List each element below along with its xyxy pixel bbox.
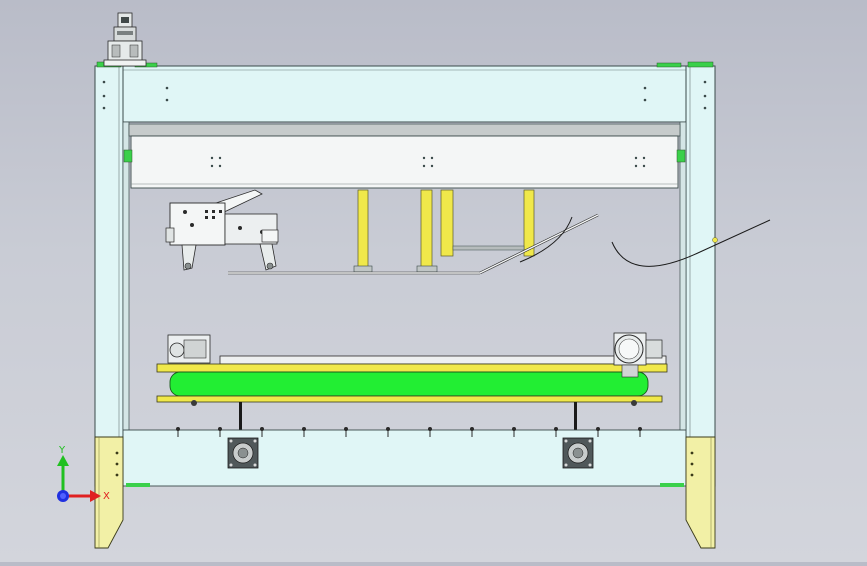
axis-x-label: X [103,491,110,502]
conveyor-assembly[interactable] [156,332,668,430]
right-foot [685,436,716,549]
green-belt[interactable] [169,371,649,397]
top-motor-assembly[interactable] [103,12,147,67]
guide-rods [228,213,771,275]
bearing-block-right[interactable] [562,437,594,469]
axis-y-label: Y [58,445,66,456]
right-post[interactable] [685,65,716,487]
gripper-mechanism[interactable] [165,189,279,271]
outer-frame [94,61,716,487]
base-panel[interactable] [122,427,687,488]
upper-cross-beam[interactable] [123,123,686,189]
inner-left-rail [122,121,130,433]
bearing-block-left[interactable] [227,437,259,469]
left-post[interactable] [94,65,124,487]
yellow-supports[interactable] [353,189,535,273]
top-beam[interactable] [94,65,716,123]
feet [94,436,716,549]
coordinate-triad-icon: Y X [57,445,110,502]
inner-right-rail [679,121,687,433]
